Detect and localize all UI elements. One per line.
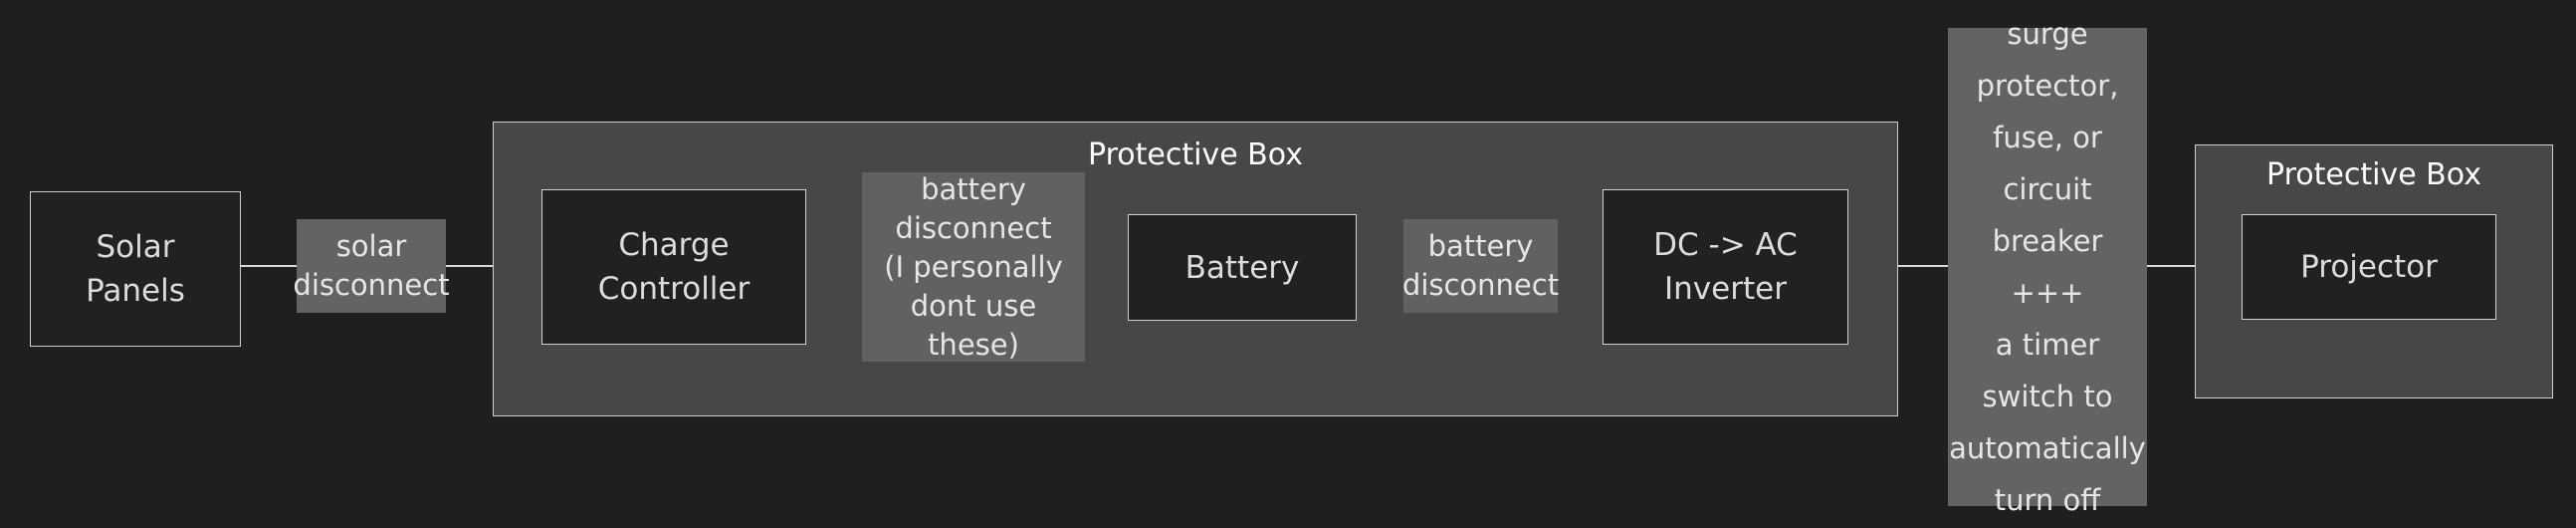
edge-label-surge-protector: surge protector, fuse, or circuit breake… <box>1948 17 2147 517</box>
edge-label-surge-protector-text: surge protector, fuse, or circuit breake… <box>1949 17 2146 517</box>
node-battery[interactable]: Battery <box>1128 214 1357 321</box>
edge-label-solar-disconnect: solar disconnect <box>293 219 450 313</box>
edge-label-battery-disconnect-text: battery disconnect <box>1401 229 1560 302</box>
edge-label-battery-disconnect-note: battery disconnect (I personally dont us… <box>862 172 1085 362</box>
node-dc-ac-inverter-label: DC -> AC Inverter <box>1653 227 1798 307</box>
edge-label-battery-disconnect: battery disconnect <box>1401 219 1560 313</box>
node-solar-panels-label: Solar Panels <box>86 229 185 309</box>
subgraph-title-protective-box-main: Protective Box <box>1088 137 1303 172</box>
edge-solar-to-disconnect <box>241 265 299 267</box>
node-solar-panels[interactable]: Solar Panels <box>30 191 241 347</box>
node-projector-label: Projector <box>2300 249 2438 285</box>
node-battery-label: Battery <box>1184 249 1300 286</box>
node-dc-ac-inverter[interactable]: DC -> AC Inverter <box>1603 189 1848 345</box>
edge-inverter-to-surge-protector <box>1848 265 1951 267</box>
node-projector[interactable]: Projector <box>2242 214 2496 320</box>
subgraph-title-protective-box-projector: Protective Box <box>2266 157 2481 192</box>
node-charge-controller-label: Charge Controller <box>597 227 751 307</box>
node-charge-controller[interactable]: Charge Controller <box>541 189 806 345</box>
edge-label-battery-disconnect-note-text: battery disconnect (I personally dont us… <box>884 171 1063 362</box>
edge-label-solar-disconnect-text: solar disconnect <box>293 229 450 302</box>
